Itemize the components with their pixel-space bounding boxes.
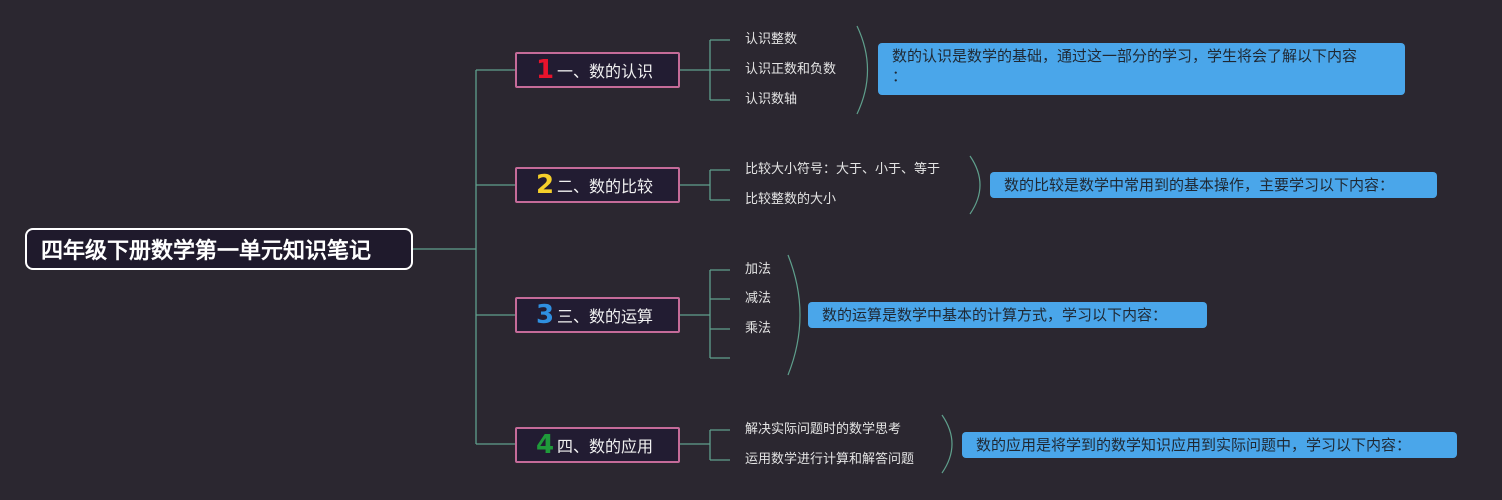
connector-leaves-4 (680, 429, 730, 461)
topic-number-badge: 2 (535, 170, 555, 200)
summary-note[interactable]: 数的运算是数学中基本的计算方式，学习以下内容： (808, 302, 1207, 328)
leaf-item[interactable]: 认识数轴 (745, 92, 798, 107)
summary-line: 数的应用是将学到的数学知识应用到实际问题中，学习以下内容： (976, 436, 1412, 454)
topic-number-comparison[interactable]: 2 二、数的比较 (515, 167, 680, 203)
topic-number-operations[interactable]: 3 三、数的运算 (515, 297, 680, 333)
leaf-item[interactable]: 运用数学进行计算和解答问题 (745, 452, 915, 467)
summary-line: 数的认识是数学的基础，通过这一部分的学习，学生将会了解以下内容 (892, 47, 1358, 65)
summary-note[interactable]: 数的应用是将学到的数学知识应用到实际问题中，学习以下内容： (962, 432, 1457, 458)
summary-brace-1 (856, 25, 869, 115)
leaf-item[interactable]: 比较大小符号：大于、小于、等于 (745, 162, 941, 177)
topic-number-badge: 3 (535, 300, 555, 330)
summary-brace-2 (969, 155, 981, 215)
summary-brace-4 (941, 414, 953, 474)
connector-leaves-2 (680, 169, 730, 201)
summary-note[interactable]: 数的比较是数学中常用到的基本操作，主要学习以下内容： (990, 172, 1437, 198)
summary-note[interactable]: 数的认识是数学的基础，通过这一部分的学习，学生将会了解以下内容 ： (878, 43, 1405, 95)
leaf-item[interactable]: 认识整数 (745, 32, 798, 47)
topic-label: 一、数的认识 (557, 62, 654, 81)
leaf-item[interactable]: 比较整数的大小 (745, 192, 837, 207)
topic-label: 二、数的比较 (557, 177, 654, 196)
leaf-item[interactable]: 解决实际问题时的数学思考 (745, 422, 902, 437)
leaf-item[interactable]: 减法 (745, 291, 772, 306)
summary-brace-3 (787, 254, 801, 376)
connector-leaves-3 (680, 269, 730, 359)
topic-number-recognition[interactable]: 1 一、数的认识 (515, 52, 680, 88)
topic-label: 四、数的应用 (557, 437, 654, 456)
leaf-item[interactable]: 认识正数和负数 (745, 62, 837, 77)
topic-number-application[interactable]: 4 四、数的应用 (515, 427, 680, 463)
summary-line: 数的运算是数学中基本的计算方式，学习以下内容： (822, 306, 1168, 324)
connector-leaves-1 (680, 39, 730, 101)
leaf-item[interactable]: 加法 (745, 262, 772, 277)
summary-line: ： (892, 67, 908, 85)
topic-number-badge: 1 (535, 55, 555, 85)
root-topic[interactable]: 四年级下册数学第一单元知识笔记 (25, 228, 413, 270)
summary-line: 数的比较是数学中常用到的基本操作，主要学习以下内容： (1004, 176, 1395, 194)
leaf-item[interactable]: 乘法 (745, 321, 772, 336)
topic-number-badge: 4 (535, 430, 555, 460)
topic-label: 三、数的运算 (557, 307, 654, 326)
